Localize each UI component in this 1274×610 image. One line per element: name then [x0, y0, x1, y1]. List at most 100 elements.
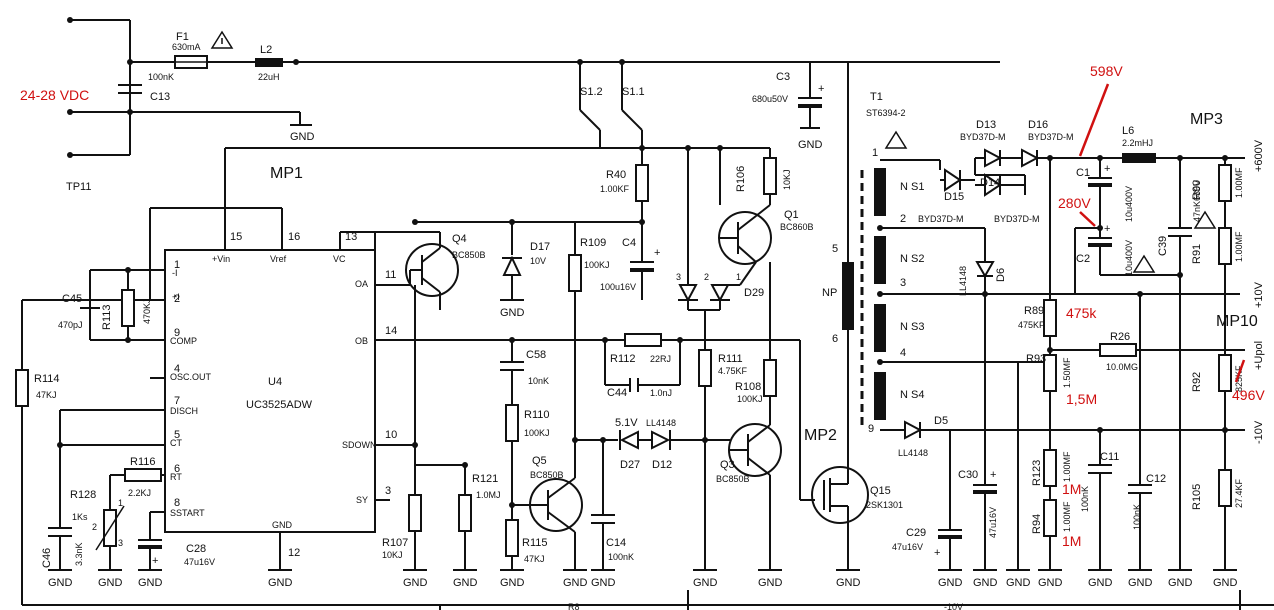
svg-text:D29: D29 — [744, 287, 764, 299]
svg-text:GND: GND — [1168, 577, 1193, 589]
svg-text:VC: VC — [333, 254, 346, 264]
svg-text:N S1: N S1 — [900, 181, 924, 193]
svg-text:GND: GND — [138, 577, 163, 589]
svg-text:R106: R106 — [735, 166, 747, 192]
svg-text:GND: GND — [500, 577, 525, 589]
svg-text:3.3nK: 3.3nK — [74, 542, 84, 566]
svg-text:C12: C12 — [1146, 473, 1166, 485]
svg-text:5.1V: 5.1V — [615, 417, 638, 429]
svg-text:N S3: N S3 — [900, 321, 924, 333]
svg-text:ST6394-2: ST6394-2 — [866, 108, 906, 118]
f1-value: 630mA — [172, 42, 201, 52]
svg-text:10u400V: 10u400V — [1124, 186, 1134, 222]
annotation-475k: 475k — [1066, 305, 1097, 321]
svg-text:R26: R26 — [1110, 331, 1130, 343]
svg-text:47u16V: 47u16V — [184, 557, 215, 567]
svg-text:GND: GND — [1213, 577, 1238, 589]
svg-text:C28: C28 — [186, 543, 206, 555]
svg-text:LL4148: LL4148 — [958, 266, 968, 296]
svg-text:2SK1301: 2SK1301 — [866, 500, 903, 510]
svg-text:LL4148: LL4148 — [646, 418, 676, 428]
svg-text:RT: RT — [170, 472, 182, 482]
svg-text:100u16V: 100u16V — [600, 282, 636, 292]
svg-text:47KJ: 47KJ — [36, 390, 57, 400]
svg-text:8: 8 — [174, 497, 180, 509]
svg-text:15: 15 — [230, 231, 242, 243]
svg-text:GND: GND — [1128, 577, 1153, 589]
svg-text:1.50MF: 1.50MF — [1062, 357, 1072, 388]
annotation-598v: 598V — [1090, 63, 1123, 79]
svg-text:GND: GND — [973, 577, 998, 589]
svg-text:COMP: COMP — [170, 336, 197, 346]
svg-text:BYD37D-M: BYD37D-M — [994, 214, 1040, 224]
svg-text:R113: R113 — [101, 305, 113, 330]
svg-text:R40: R40 — [606, 169, 626, 181]
annotation-1m-b: 1M — [1062, 533, 1081, 549]
svg-text:-I: -I — [172, 268, 178, 278]
svg-text:GND: GND — [500, 307, 525, 319]
svg-text:D14: D14 — [980, 177, 1000, 189]
svg-text:D16: D16 — [1028, 119, 1048, 131]
c3-value: 680u50V — [752, 94, 788, 104]
svg-text:Q4: Q4 — [452, 233, 467, 245]
svg-text:47nK630V: 47nK630V — [1192, 180, 1202, 222]
svg-text:470KJ: 470KJ — [142, 298, 152, 324]
svg-text:2: 2 — [92, 522, 97, 532]
svg-text:3: 3 — [385, 485, 391, 497]
svg-text:5: 5 — [174, 429, 180, 441]
svg-text:R109: R109 — [580, 237, 606, 249]
svg-text:GND: GND — [403, 577, 428, 589]
svg-text:BYD37D-M: BYD37D-M — [960, 132, 1006, 142]
c3-label: C3 — [776, 71, 790, 83]
svg-text:13: 13 — [345, 231, 357, 243]
svg-text:R90: R90 — [1191, 180, 1203, 200]
svg-text:1.00MF: 1.00MF — [1062, 501, 1072, 532]
input-voltage-label: 24-28 VDC — [20, 87, 89, 103]
svg-text:6: 6 — [832, 333, 838, 345]
svg-text:GND: GND — [938, 577, 963, 589]
svg-text:+I: +I — [172, 292, 180, 302]
u4-label: U4 — [268, 376, 282, 388]
svg-text:10u400V: 10u400V — [1124, 240, 1134, 276]
svg-text:475KF: 475KF — [1018, 320, 1045, 330]
svg-text:C58: C58 — [526, 349, 546, 361]
svg-text:R93: R93 — [1026, 353, 1046, 365]
svg-text:9: 9 — [868, 423, 874, 435]
svg-text:+: + — [1104, 163, 1110, 175]
svg-text:+: + — [654, 247, 660, 259]
svg-text:D6: D6 — [995, 268, 1007, 282]
svg-text:47KJ: 47KJ — [524, 554, 545, 564]
svg-text:R89: R89 — [1024, 305, 1044, 317]
svg-text:GND: GND — [563, 577, 588, 589]
svg-text:R110: R110 — [524, 409, 549, 421]
annotation-1m-a: 1M — [1062, 481, 1081, 497]
svg-text:+10V: +10V — [1253, 281, 1265, 308]
tp11-label: TP11 — [66, 181, 91, 193]
svg-text:100KJ: 100KJ — [737, 394, 763, 404]
l2-value: 22uH — [258, 72, 280, 82]
svg-text:GND: GND — [98, 577, 123, 589]
gnd-c3: GND — [798, 139, 823, 151]
svg-text:GND: GND — [1038, 577, 1063, 589]
svg-text:R128: R128 — [70, 489, 96, 501]
svg-text:100nK: 100nK — [608, 552, 634, 562]
svg-text:BC850B: BC850B — [716, 474, 750, 484]
s12-label: S1.2 — [580, 86, 603, 98]
svg-text:9: 9 — [174, 327, 180, 339]
svg-text:OA: OA — [355, 279, 368, 289]
svg-text:GND: GND — [1088, 577, 1113, 589]
svg-text:GND: GND — [48, 577, 73, 589]
svg-text:Q1: Q1 — [784, 209, 799, 221]
annotation-1-5m: 1,5M — [1066, 391, 1097, 407]
svg-text:BYD37D-M: BYD37D-M — [1028, 132, 1074, 142]
svg-text:MP3: MP3 — [1190, 111, 1223, 128]
svg-text:D12: D12 — [652, 459, 672, 471]
svg-text:D27: D27 — [620, 459, 640, 471]
gate-driver: R112 22RJ C44 1.0nJ C58 10nK R110 100KJ … — [415, 262, 815, 589]
svg-text:Q5: Q5 — [532, 455, 547, 467]
svg-text:MP2: MP2 — [804, 427, 837, 444]
svg-text:C1: C1 — [1076, 167, 1090, 179]
svg-text:R111: R111 — [718, 353, 743, 365]
svg-text:1.00MF: 1.00MF — [1234, 231, 1244, 262]
